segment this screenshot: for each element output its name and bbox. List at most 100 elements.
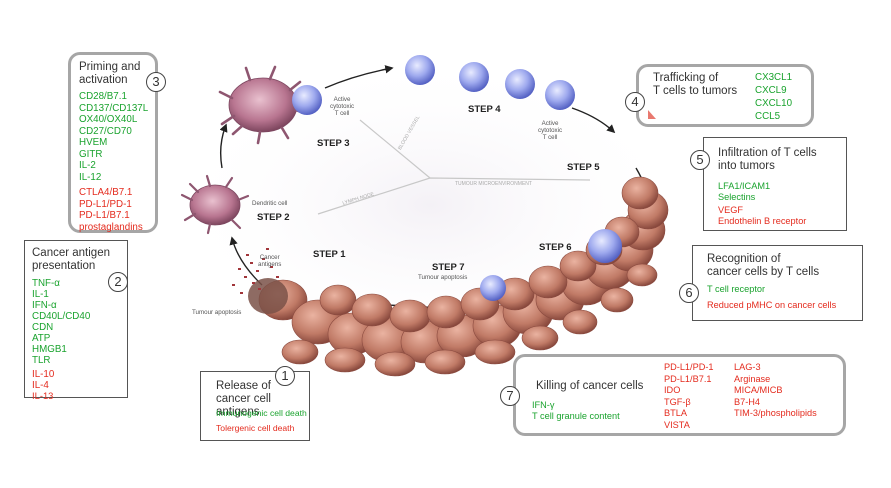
antigen-fragments <box>232 248 279 294</box>
step-number-5: 5 <box>690 150 710 170</box>
tumour-microenvironment-label: TUMOUR MICROENVIRONMENT <box>455 181 532 187</box>
killing-green-item: IFN-γ <box>532 400 555 410</box>
arrow-step4-to-step5 <box>571 107 616 134</box>
step-6-label: STEP 6 <box>539 242 572 253</box>
presentation-green-item: IL-1 <box>32 289 49 300</box>
infiltration-green-item: LFA1/ICAM1 <box>718 181 771 191</box>
killing-red-item: MICA/MICB <box>734 385 783 395</box>
step-number-2: 2 <box>108 272 128 292</box>
tumour-cell <box>562 309 598 335</box>
arrow-step3-to-step4 <box>324 65 394 89</box>
presentation-green-item: TLR <box>32 355 51 366</box>
step-number-6: 6 <box>679 283 699 303</box>
t-cell-step6 <box>588 229 622 263</box>
box-killing-title: Killing of cancer cells <box>536 380 644 392</box>
step-number-1: 1 <box>275 366 295 386</box>
killing-red-item: Arginase <box>734 373 771 384</box>
priming-red-item: prostaglandins <box>79 221 143 233</box>
presentation-red-item: IL-10 <box>32 369 55 380</box>
antigen-fragment <box>240 292 243 294</box>
antigen-fragment <box>256 270 259 272</box>
presentation-green-item: TNF-α <box>32 278 60 289</box>
antigen-fragment <box>258 288 261 290</box>
t-cell-traffic-2 <box>459 62 489 92</box>
step-3-label: STEP 3 <box>317 138 350 149</box>
presentation-red-item: IL-4 <box>32 380 49 391</box>
priming-green-item: OX40/OX40L <box>79 114 138 125</box>
antigen-fragment <box>232 284 235 286</box>
dendritic-cell-step2 <box>180 174 250 235</box>
box-release-antigens: Release of cancer cell antigens Immunoge… <box>200 371 310 441</box>
antigen-fragment <box>270 266 273 268</box>
apoptotic-tumour-cell <box>248 278 288 314</box>
tumour-cell <box>374 351 416 377</box>
step-1-label: STEP 1 <box>313 249 346 260</box>
antigen-fragment <box>244 276 247 278</box>
tumour-cell <box>559 250 597 282</box>
priming-red-item: CTLA4/B7.1 <box>79 187 133 198</box>
tumour-cell <box>281 339 319 365</box>
killing-green-item: T cell granule content <box>532 411 620 421</box>
step-2-label: STEP 2 <box>257 212 290 223</box>
t-cell-traffic-4 <box>545 80 575 110</box>
tumour-cell <box>600 287 634 313</box>
tumour-cell <box>474 339 516 365</box>
presentation-green-item: CDN <box>32 322 54 333</box>
priming-green-item: CD27/CD70 <box>79 125 132 137</box>
priming-green-item: IL-12 <box>79 171 102 183</box>
active-t-cell-label-b: Active cytotoxic T cell <box>538 120 563 142</box>
tumour-cell <box>424 349 466 375</box>
antigen-fragment <box>238 268 241 270</box>
infiltration-red-item: VEGF <box>718 205 744 215</box>
presentation-red-item: IL-13 <box>32 390 54 401</box>
antigen-fragment <box>276 276 279 278</box>
corner-marker-icon <box>648 110 656 119</box>
box-recognition: Recognition of cancer cells by T cells T… <box>692 245 863 321</box>
presentation-green-item: IFN-α <box>32 300 57 311</box>
tumour-cell <box>426 295 466 329</box>
tumour-cell <box>324 347 366 373</box>
t-cell-traffic-3 <box>505 69 535 99</box>
cancer-antigens-label: Cancer antigens <box>258 254 282 269</box>
box-antigen-presentation: Cancer antigen presentation TNF-α IL-1 I… <box>24 240 128 401</box>
step-number-4: 4 <box>625 92 645 112</box>
killing-red-item: TGF-β <box>664 396 691 407</box>
box-release-title: Release of cancer cell antigens <box>216 380 271 418</box>
box-trafficking-title: Trafficking of T cells to tumors <box>653 72 738 97</box>
tumour-apoptosis-left-label: Tumour apoptosis <box>192 309 242 316</box>
release-red-item: Tolergenic cell death <box>216 423 295 433</box>
box-trafficking: Trafficking of T cells to tumors CX3CL1 … <box>636 64 814 127</box>
priming-green-item: GITR <box>79 148 103 160</box>
active-t-cell-label-a: Active cytotoxic T cell <box>330 96 355 118</box>
priming-green-item: IL-2 <box>79 160 96 171</box>
recognition-green-item: T cell receptor <box>707 284 766 294</box>
antigen-fragment <box>266 248 269 250</box>
tumour-cell <box>389 299 431 333</box>
box-antigen-presentation-title: Cancer antigen presentation <box>32 247 110 272</box>
trafficking-green-item: CXCL10 <box>755 98 793 109</box>
t-cell-traffic-1 <box>405 55 435 85</box>
t-cell-step3 <box>292 85 322 115</box>
killing-red-item: VISTA <box>664 419 690 430</box>
tumour-cell <box>319 284 357 316</box>
step-number-3: 3 <box>146 72 166 92</box>
infiltration-red-item: Endothelin B receptor <box>718 216 807 226</box>
killing-red-item: IDO <box>664 385 681 395</box>
presentation-green-item: CD40L/CD40 <box>32 311 91 322</box>
box-priming-activation: Priming and activation CD28/B7.1 CD137/C… <box>68 52 158 233</box>
priming-green-item: CD28/B7.1 <box>79 91 127 102</box>
presentation-green-item: ATP <box>32 333 51 344</box>
killing-red-item: B7-H4 <box>734 396 761 407</box>
tumour-cell <box>626 263 658 287</box>
killing-red-item: BTLA <box>664 408 687 418</box>
box-recognition-title: Recognition of cancer cells by T cells <box>707 253 820 278</box>
killing-red-item: PD-L1/PD-1 <box>664 362 714 372</box>
priming-red-item: PD-L1/PD-1 <box>79 198 132 210</box>
release-green-item: Immunogenic cell death <box>216 408 307 418</box>
step-5-label: STEP 5 <box>567 162 600 173</box>
recognition-red-item: Reduced pMHC on cancer cells <box>707 300 837 310</box>
tumour-apoptosis-center-label: Tumour apoptosis <box>418 274 468 281</box>
tumour-cell <box>621 176 659 210</box>
tumour-mass <box>248 176 669 377</box>
